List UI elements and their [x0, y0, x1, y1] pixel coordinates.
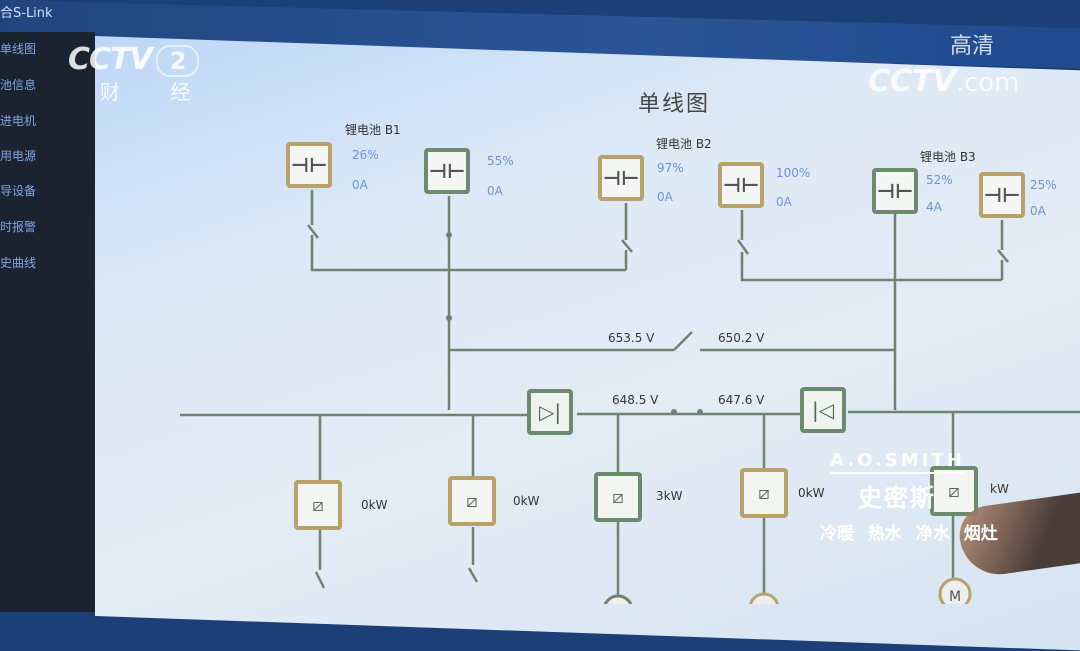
battery-current: 0A [1030, 204, 1046, 218]
site-logo: CCTV.com [868, 64, 1020, 99]
battery-soc: 25% [1030, 178, 1057, 192]
wire-b3-group [740, 210, 1004, 410]
converter-icon[interactable]: ⧄ [294, 480, 342, 530]
wire-loads [314, 515, 955, 600]
battery-icon[interactable]: ⊣⊢ [872, 168, 918, 214]
wire-main-bus [180, 410, 1080, 417]
diode-icon[interactable]: |◁ [800, 387, 846, 433]
battery-icon[interactable]: ⊣⊢ [424, 148, 470, 194]
battery-current: 4A [926, 200, 942, 214]
voltage-label: 653.5 V [608, 331, 655, 345]
battery-soc: 100% [776, 166, 811, 180]
converter-icon[interactable]: ⧄ [448, 476, 496, 526]
sidebar: 单线图 池信息 进电机 用电源 导设备 时报警 史曲线 [0, 32, 95, 612]
battery-soc: 26% [352, 148, 379, 162]
battery-soc: 52% [926, 173, 953, 187]
battery-icon[interactable]: ⊣⊢ [598, 155, 644, 201]
sidebar-item-devices[interactable]: 导设备 [0, 184, 37, 198]
ad-brand-en: A.O.SMITH [830, 450, 965, 474]
converter-power: 0kW [798, 486, 825, 500]
page-title: 单线图 [638, 92, 711, 117]
motor-icon [938, 577, 972, 604]
converter-power: kW [990, 482, 1009, 496]
battery-soc: 55% [487, 154, 514, 168]
voltage-label: 648.5 V [612, 393, 659, 407]
wire-tie-bus [449, 331, 895, 352]
battery-icon[interactable]: ⊣⊢ [286, 142, 332, 188]
switch-b1 [307, 224, 633, 253]
battery-icon[interactable]: ⊣⊢ [718, 162, 764, 208]
battery-current: 0A [776, 195, 792, 209]
converter-icon[interactable]: ⧄ [740, 468, 788, 518]
converter-icon[interactable]: ⧄ [930, 466, 978, 516]
channel-name: 财 经 [100, 80, 213, 104]
ad-slogan: 冷暖 热水 净水 烟灶 [820, 524, 998, 544]
voltage-label: 647.6 V [718, 393, 765, 407]
single-line-wires: M [180, 190, 1080, 604]
motor-icon [749, 592, 779, 604]
wire-converter-feeds [318, 412, 955, 480]
battery-group-label: 锂电池 B2 [656, 137, 712, 151]
battery-soc: 97% [657, 161, 684, 175]
sidebar-item-history[interactable]: 史曲线 [0, 256, 37, 270]
voltage-label: 650.2 V [718, 331, 765, 345]
app-title: 合S-Link [0, 6, 53, 21]
battery-current: 0A [487, 184, 503, 198]
battery-group-label: 锂电池 B3 [920, 150, 976, 164]
sidebar-item-alarms[interactable]: 时报警 [0, 220, 37, 234]
battery-current: 0A [352, 178, 368, 192]
motor-label: M [949, 589, 961, 604]
battery-icon[interactable]: ⊣⊢ [979, 172, 1025, 218]
hd-badge: 高清 [950, 34, 995, 59]
converter-power: 0kW [361, 498, 388, 512]
converter-icon[interactable]: ⧄ [594, 472, 642, 522]
switch-b3 [736, 239, 1009, 263]
converter-power: 3kW [656, 489, 683, 503]
sidebar-item-propulsion-motor[interactable]: 进电机 [0, 114, 37, 128]
ad-brand-cn: 史密斯 [858, 484, 936, 512]
battery-group-label: 锂电池 B1 [345, 123, 401, 137]
wire-b1-group [310, 190, 628, 272]
converter-power: 0kW [513, 494, 540, 508]
battery-current: 0A [657, 190, 673, 204]
sidebar-item-single-line[interactable]: 单线图 [0, 42, 37, 56]
sidebar-item-power-supply[interactable]: 用电源 [0, 149, 37, 163]
sidebar-item-battery-info[interactable]: 池信息 [0, 78, 37, 92]
diode-icon[interactable]: ▷| [527, 389, 573, 435]
motor-icon [603, 594, 633, 604]
